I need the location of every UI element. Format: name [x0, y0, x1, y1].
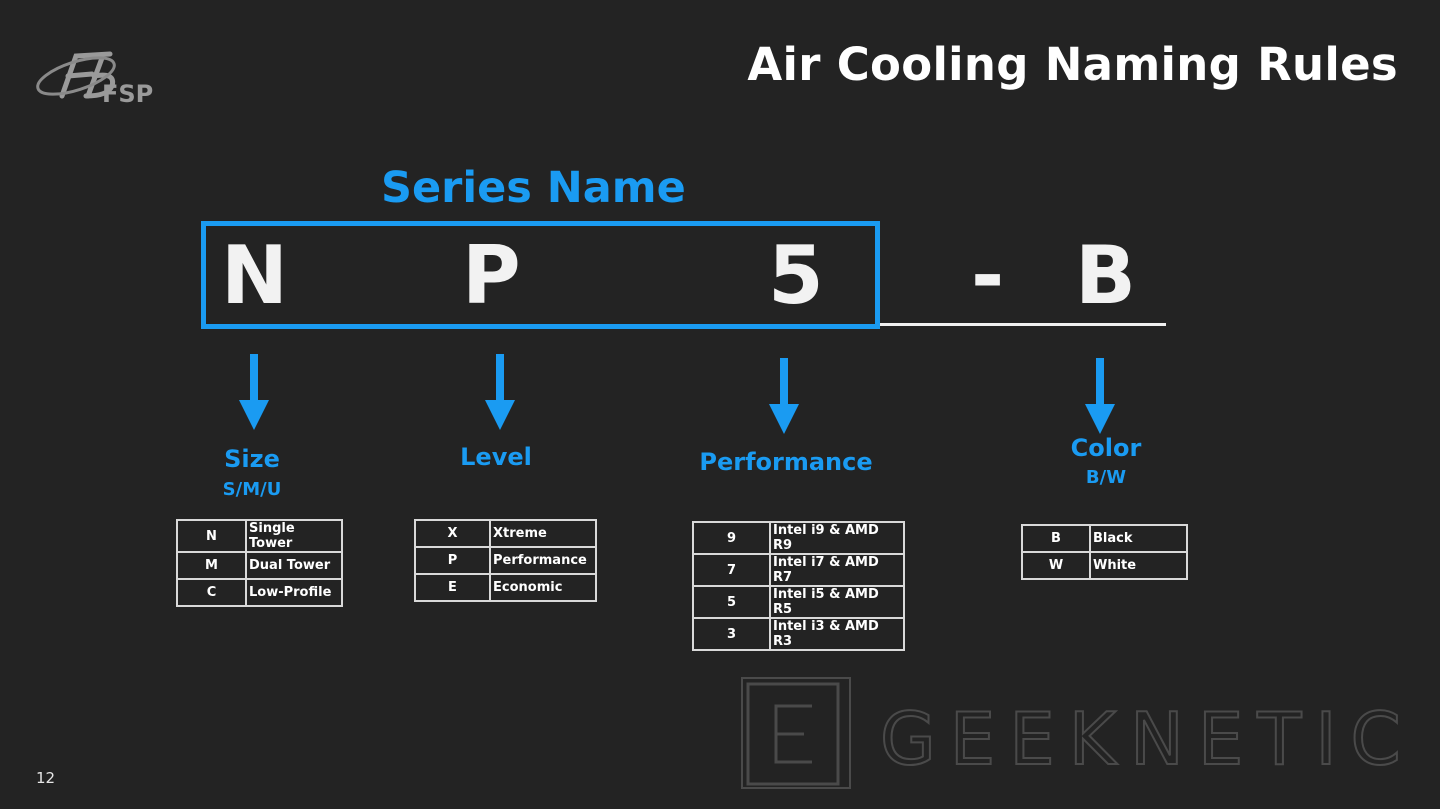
- size-label: Size: [224, 445, 280, 473]
- code-color-letter: B: [1075, 229, 1136, 322]
- performance-desc: Intel i7 & AMD R7: [769, 553, 905, 587]
- performance-code: 9: [692, 521, 771, 555]
- series-name-box: [201, 221, 880, 329]
- size-desc: Single Tower: [245, 519, 343, 553]
- performance-code: 3: [692, 617, 771, 651]
- slide-title: Air Cooling Naming Rules: [747, 38, 1398, 91]
- color-code: B: [1021, 524, 1091, 553]
- code-performance-digit: 5: [768, 229, 824, 322]
- level-code: P: [414, 546, 491, 575]
- level-label: Level: [460, 443, 532, 471]
- code-level-letter: P: [462, 229, 521, 322]
- color-sublabel: B/W: [1085, 467, 1127, 488]
- level-desc: Xtreme: [489, 519, 597, 548]
- arrow-down-icon: [1085, 358, 1115, 434]
- size-desc: Low-Profile: [245, 578, 343, 607]
- size-desc: Dual Tower: [245, 551, 343, 580]
- arrow-down-icon: [485, 354, 515, 430]
- level-code: X: [414, 519, 491, 548]
- performance-desc: Intel i3 & AMD R3: [769, 617, 905, 651]
- code-underline: [880, 323, 1166, 326]
- level-desc: Economic: [489, 573, 597, 602]
- performance-label: Performance: [699, 448, 873, 476]
- performance-code: 7: [692, 553, 771, 587]
- arrow-down-icon: [769, 358, 799, 434]
- color-label: Color: [1070, 434, 1142, 462]
- color-desc: Black: [1089, 524, 1188, 553]
- size-code: M: [176, 551, 247, 580]
- performance-code: 5: [692, 585, 771, 619]
- arrow-down-icon: [239, 354, 269, 430]
- performance-desc: Intel i9 & AMD R9: [769, 521, 905, 555]
- geeknetic-watermark-icon: GEEKNETIC: [741, 677, 1410, 789]
- logo-text: FSP: [102, 80, 153, 108]
- color-code: W: [1021, 551, 1091, 580]
- fsp-logo-icon: FSP: [36, 51, 153, 108]
- code-dash: -: [971, 229, 1005, 322]
- size-code: C: [176, 578, 247, 607]
- level-code: E: [414, 573, 491, 602]
- watermark-text: GEEKNETIC: [880, 697, 1410, 781]
- page-number: 12: [36, 769, 56, 787]
- series-name-label: Series Name: [381, 163, 686, 213]
- size-sublabel: S/M/U: [222, 479, 282, 500]
- size-code: N: [176, 519, 247, 553]
- performance-desc: Intel i5 & AMD R5: [769, 585, 905, 619]
- code-size-letter: N: [221, 229, 288, 322]
- color-desc: White: [1089, 551, 1188, 580]
- level-desc: Performance: [489, 546, 597, 575]
